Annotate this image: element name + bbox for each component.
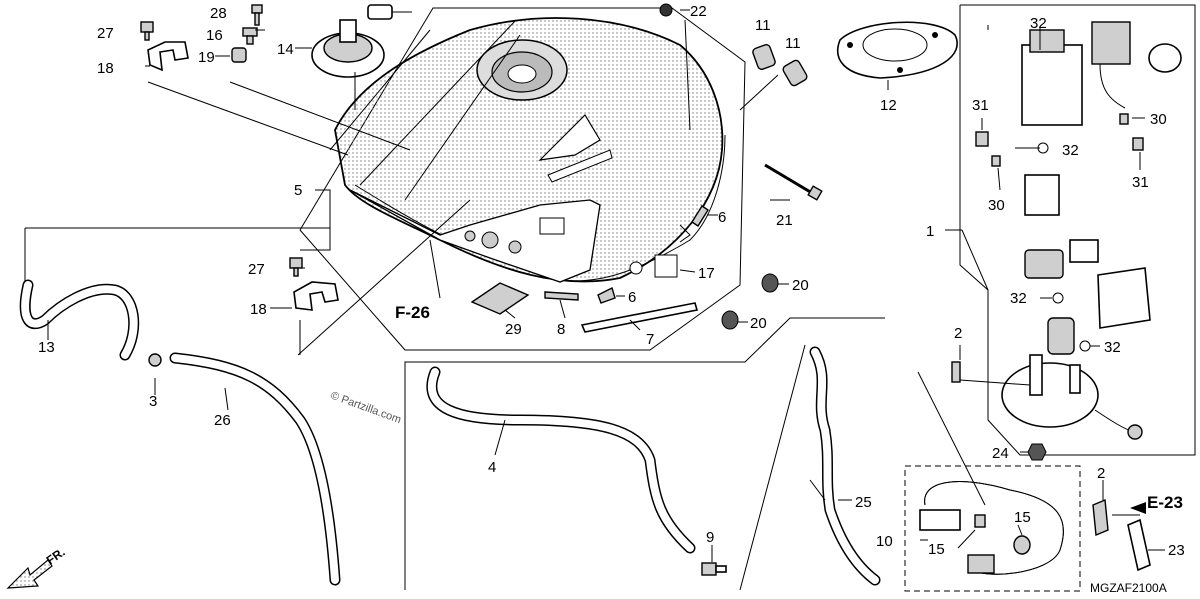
callout-31a: 31 xyxy=(972,97,989,114)
callout-6b: 6 xyxy=(628,289,636,306)
bolt-27-lower[interactable] xyxy=(289,257,303,277)
callout-18b: 18 xyxy=(250,301,267,318)
callout-14: 14 xyxy=(277,41,294,58)
callout-32c: 32 xyxy=(1010,290,1027,307)
clip-30a[interactable] xyxy=(991,155,1001,167)
callout-labels: 27 18 28 16 19 14 22 11 11 12 21 6 17 20… xyxy=(38,3,1185,595)
ref-e23: E-23 xyxy=(1147,493,1183,512)
sheet-29[interactable] xyxy=(470,282,530,315)
callout-2a: 2 xyxy=(954,325,962,342)
callout-26: 26 xyxy=(214,412,231,429)
callout-4: 4 xyxy=(488,459,496,476)
callout-22: 22 xyxy=(690,3,707,20)
callout-15b: 15 xyxy=(1014,509,1031,526)
joint-9[interactable] xyxy=(701,562,727,576)
bracket-18-top[interactable] xyxy=(147,41,189,72)
screw-16[interactable] xyxy=(242,27,258,45)
callout-31b: 31 xyxy=(1132,174,1149,191)
e23-arrow xyxy=(1130,502,1146,514)
callout-17: 17 xyxy=(698,265,715,282)
callout-24: 24 xyxy=(992,445,1009,462)
clamp-23[interactable] xyxy=(1127,518,1151,572)
front-direction-arrow: FR. xyxy=(6,545,68,589)
callout-27b: 27 xyxy=(248,261,265,278)
screw-31b[interactable] xyxy=(1132,137,1144,151)
hose-group-outline xyxy=(404,317,885,590)
callout-19: 19 xyxy=(198,49,215,66)
callout-3: 3 xyxy=(149,393,157,410)
callout-28: 28 xyxy=(210,5,227,22)
diagram-code: MGZAF2100A xyxy=(1090,581,1167,595)
clip-3[interactable] xyxy=(148,353,162,367)
callout-18a: 18 xyxy=(97,60,114,77)
callout-21: 21 xyxy=(776,212,793,229)
hose-26[interactable] xyxy=(169,352,341,586)
callout-23: 23 xyxy=(1168,542,1185,559)
callout-32a: 32 xyxy=(1030,15,1047,32)
callout-10: 10 xyxy=(876,533,893,550)
nut-24[interactable] xyxy=(1027,443,1047,461)
oring-32c[interactable] xyxy=(1079,340,1091,352)
cushion-6a[interactable] xyxy=(691,205,709,227)
callout-5: 5 xyxy=(294,182,302,199)
oring-32b[interactable] xyxy=(1052,292,1064,304)
fuel-pump-assembly-1[interactable] xyxy=(1001,21,1182,440)
rubber-11a[interactable] xyxy=(752,44,776,71)
cap-22[interactable] xyxy=(659,3,673,17)
callout-16: 16 xyxy=(206,27,223,44)
grommet-19[interactable] xyxy=(231,47,247,63)
grommet-15b[interactable] xyxy=(1013,535,1031,555)
pump-group-outline xyxy=(959,4,1196,456)
clip-15a[interactable] xyxy=(974,514,986,528)
callout-6a: 6 xyxy=(718,209,726,226)
callout-11b: 11 xyxy=(785,35,801,52)
fuel-cap-14[interactable] xyxy=(311,4,412,78)
gasket-2a[interactable] xyxy=(951,361,961,383)
callout-32b: 32 xyxy=(1062,142,1079,159)
bolt-27-top[interactable] xyxy=(140,21,154,41)
cushion-6b[interactable] xyxy=(597,287,616,304)
fuel-tank[interactable] xyxy=(334,17,726,283)
label-17[interactable] xyxy=(654,254,678,278)
callout-20a: 20 xyxy=(792,277,809,294)
rubber-20a[interactable] xyxy=(761,273,779,293)
callout-25: 25 xyxy=(855,494,872,511)
callout-8: 8 xyxy=(557,321,565,338)
strip-8[interactable] xyxy=(544,291,579,301)
bolt-28[interactable] xyxy=(251,4,263,26)
callout-27a: 27 xyxy=(97,25,114,42)
callout-12: 12 xyxy=(880,97,897,114)
sub-harness-10[interactable] xyxy=(919,481,1064,575)
strip-7[interactable] xyxy=(580,302,699,333)
callout-1: 1 xyxy=(926,223,934,240)
ref-f26: F-26 xyxy=(395,303,430,322)
callout-9: 9 xyxy=(706,529,714,546)
callout-29: 29 xyxy=(505,321,522,338)
callout-30b: 30 xyxy=(988,197,1005,214)
callout-13: 13 xyxy=(38,339,55,356)
bolt-21[interactable] xyxy=(764,163,823,201)
callout-15a: 15 xyxy=(928,541,945,558)
tank-group-outline xyxy=(299,7,746,351)
bracket-18-lower[interactable] xyxy=(293,281,339,311)
clamp-2b[interactable] xyxy=(1092,498,1109,537)
callout-7: 7 xyxy=(646,331,654,348)
rubber-20b[interactable] xyxy=(721,310,739,330)
rubber-11b[interactable] xyxy=(782,59,809,87)
copyright-text: © Partzilla.com xyxy=(329,390,403,427)
callout-30a: 30 xyxy=(1150,111,1167,128)
clip-30b[interactable] xyxy=(1119,113,1129,125)
callout-20b: 20 xyxy=(750,315,767,332)
callout-11a: 11 xyxy=(755,17,771,34)
pump-plate-12[interactable] xyxy=(836,21,958,79)
leader-lines xyxy=(24,9,1165,591)
callout-2b: 2 xyxy=(1097,465,1105,482)
screw-31a[interactable] xyxy=(975,131,989,147)
callout-32d: 32 xyxy=(1104,339,1121,356)
